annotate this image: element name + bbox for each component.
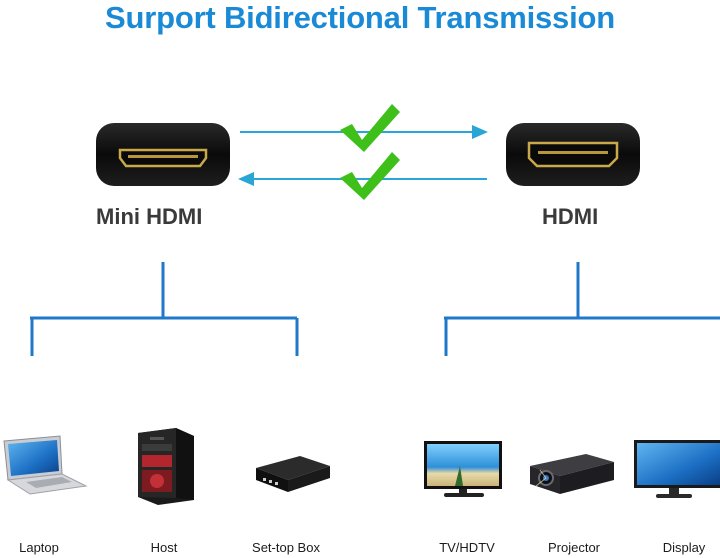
arrow-left-icon	[238, 172, 487, 186]
tv-hdtv-label: TV/HDTV	[439, 540, 495, 555]
right-connection-tree	[444, 262, 720, 356]
projector-icon	[530, 454, 614, 494]
tv-icon	[424, 441, 502, 497]
set-top-box-label: Set-top Box	[252, 540, 320, 555]
page-title: Surport Bidirectional Transmission	[105, 0, 615, 35]
hdmi-connector-icon	[506, 123, 640, 186]
hdmi-label: HDMI	[542, 204, 599, 229]
host-label: Host	[150, 540, 178, 555]
set-top-box-icon	[256, 456, 330, 492]
laptop-label: Laptop	[19, 540, 59, 555]
mini-hdmi-connector-icon	[96, 123, 230, 186]
host-tower-icon	[138, 428, 194, 505]
mini-hdmi-label: Mini HDMI	[96, 204, 203, 229]
display-icon	[634, 440, 720, 498]
arrow-right-icon	[240, 125, 488, 139]
check-icon	[340, 104, 400, 152]
left-connection-tree	[30, 262, 299, 356]
check-icon	[340, 152, 400, 200]
display-label: Display	[662, 540, 706, 555]
projector-label: Projector	[547, 540, 601, 555]
laptop-icon	[3, 435, 88, 495]
